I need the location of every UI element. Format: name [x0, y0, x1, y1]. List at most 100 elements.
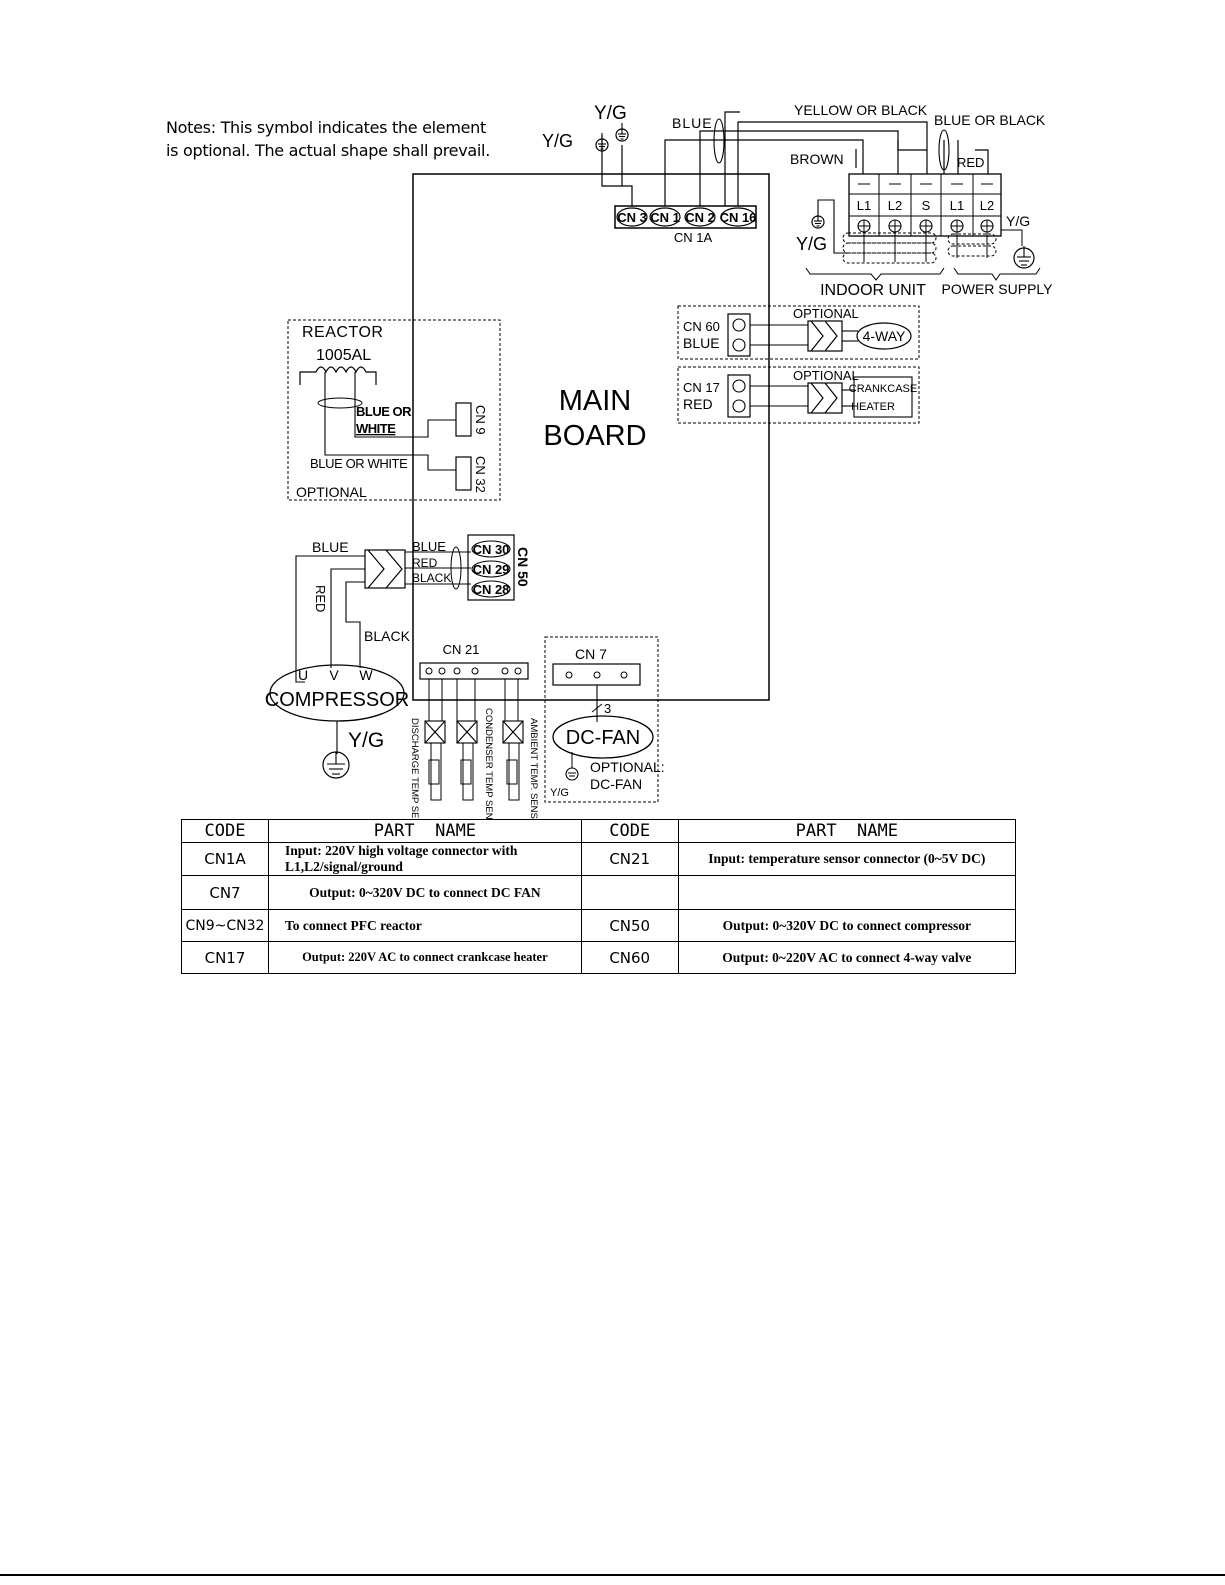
row-4-desc-2: Output: 0~220V AC to connect 4-way valve — [677, 941, 1017, 974]
reactor-model: 1005AL — [316, 347, 371, 364]
header-code-1: CODE — [181, 819, 269, 843]
blue-wire-label: BLUE — [672, 115, 713, 131]
cn7-block: CN 7 3 DC-FAN Y/G OPTIONAL: DC-FAN — [544, 636, 665, 803]
compressor-terminal-v: V — [329, 667, 339, 683]
cn21-block: CN 21 DISCHARGE TEMP SENSOR CONDENSER TE… — [409, 642, 539, 820]
cn1a-wiring — [601, 111, 989, 206]
terminal-s: S — [922, 198, 931, 213]
yg-left-label: Y/G — [542, 131, 573, 151]
row-1-desc-1: Input: 220V high voltage connector with … — [267, 842, 582, 876]
row-2-desc-1: Output: 0~320V DC to connect DC FAN — [267, 875, 582, 910]
table-row: CN17 Output: 220V AC to connect crankcas… — [181, 941, 1017, 974]
wiring-diagram: MAIN BOARD CN 3 CN 1 CN 2 CN 16 CN 1A — [265, 102, 1054, 820]
cn1a-pin-cn3: CN 3 — [617, 210, 647, 225]
cn1a-pin-cn1: CN 1 — [650, 210, 680, 225]
cn7-count: 3 — [604, 701, 611, 716]
cn17-code: CN 17 — [683, 380, 720, 395]
notes-line-1: Notes: This symbol indicates the element — [166, 118, 486, 137]
row-1-code-1: CN1A — [181, 842, 269, 876]
reactor-title: REACTOR — [302, 324, 383, 341]
cn60-color: BLUE — [683, 335, 720, 351]
cn17-optional: OPTIONAL — [793, 368, 859, 383]
page-bottom-rule — [0, 1574, 1225, 1576]
cn7-yg: Y/G — [550, 787, 569, 799]
power-yg-label: Y/G — [1006, 213, 1030, 229]
row-3-desc-1: To connect PFC reactor — [267, 909, 582, 942]
terminal-block: L1 L2 S L1 L2 — [848, 173, 1002, 237]
row-4-code-1: CN17 — [181, 941, 269, 974]
cn1a-label: CN 1A — [674, 230, 713, 245]
cn60-load: 4-WAY — [863, 328, 906, 344]
cn60-block: CN 60 BLUE 4-WAY OPTIONAL — [677, 305, 920, 360]
cn1a-connector: CN 3 CN 1 CN 2 CN 16 CN 1A — [614, 205, 757, 245]
sensor-ambient: AMBIENT TEMP. SENSOR — [528, 718, 539, 820]
reactor-wire1-line1: BLUE OR — [356, 404, 412, 419]
header-code-2: CODE — [580, 819, 679, 843]
sensor-condenser: CONDENSER TEMP SENSOR — [483, 708, 494, 820]
terminal-l1-power: L1 — [950, 198, 964, 213]
cn50-wire-blue: BLUE — [412, 539, 446, 554]
brown-label: BROWN — [790, 151, 844, 167]
cn21-label: CN 21 — [443, 642, 480, 657]
compressor-wire-black: BLACK — [364, 628, 411, 644]
blue-or-black-label: BLUE OR BLACK — [934, 112, 1046, 128]
yg-top-label: Y/G — [594, 103, 627, 124]
reactor-cn9: CN 9 — [473, 405, 488, 435]
row-1-desc-1-line-1: Input: 220V high voltage connector with — [284, 843, 518, 858]
compressor-wire-blue: BLUE — [312, 539, 349, 555]
header-part-name-2: PART NAME — [677, 819, 1017, 843]
terminal-ground-wire — [817, 199, 849, 254]
compressor-terminal-u: U — [298, 667, 308, 683]
sensor-discharge: DISCHARGE TEMP SENSOR — [409, 718, 420, 820]
terminal-l2-indoor: L2 — [888, 198, 902, 213]
power-supply-brace — [953, 267, 1041, 281]
row-1-code-2: CN21 — [580, 842, 679, 876]
cn1a-pin-cn16: CN 16 — [720, 210, 757, 225]
cn7-label: CN 7 — [575, 646, 607, 662]
terminal-yg-label: Y/G — [796, 234, 827, 254]
power-supply-label: POWER SUPPLY — [942, 281, 1054, 297]
compressor-block: CN 30 CN 29 CN 28 CN 50 BLUE RED BLACK B… — [265, 534, 531, 754]
terminal-l1-indoor: L1 — [857, 198, 871, 213]
table-row: CN1A Input: 220V high voltage connector … — [181, 842, 1017, 876]
yellow-or-black-label: YELLOW OR BLACK — [794, 102, 928, 118]
row-1-desc-2: Input: temperature sensor connector (0~5… — [677, 842, 1017, 876]
cn17-color: RED — [683, 396, 713, 412]
table-row: CN9~CN32 To connect PFC reactor CN50 Out… — [181, 909, 1017, 942]
row-3-code-1: CN9~CN32 — [181, 909, 269, 942]
red-label: RED — [957, 155, 984, 170]
compressor-terminal-w: W — [359, 667, 373, 683]
compressor-wire-red: RED — [313, 585, 328, 612]
cn1a-pin-cn2: CN 2 — [685, 210, 715, 225]
reactor-cn32: CN 32 — [473, 456, 488, 493]
compressor-yg: Y/G — [348, 729, 384, 752]
reactor-optional: OPTIONAL — [296, 484, 367, 500]
cn60-optional: OPTIONAL — [793, 306, 859, 321]
power-ground-icon — [1013, 246, 1035, 269]
row-3-desc-2: Output: 0~320V DC to connect compressor — [677, 909, 1017, 942]
indoor-unit-brace — [805, 267, 945, 281]
cn50-wire-black: BLACK — [412, 571, 451, 585]
row-2-code-2 — [580, 875, 679, 910]
row-4-desc-1: Output: 220V AC to connect crankcase hea… — [267, 941, 582, 974]
cn50-label: CN 50 — [515, 547, 531, 587]
row-2-desc-2 — [677, 875, 1017, 910]
indoor-cable-bundle — [842, 232, 937, 264]
blue-or-black-bundle — [938, 129, 950, 171]
notes-line-2: is optional. The actual shape shall prev… — [166, 141, 490, 160]
reactor-wire2: BLUE OR WHITE — [310, 456, 408, 471]
cn17-load-2: HEATER — [851, 401, 895, 413]
cn17-block: CN 17 RED CRANKCASE HEATER OPTIONAL — [677, 366, 920, 424]
cn7-optional-1: OPTIONAL: — [590, 759, 665, 775]
blue-wire-bundle — [713, 118, 725, 164]
row-4-code-2: CN60 — [580, 941, 679, 974]
cn17-load-1: CRANKCASE — [849, 383, 917, 395]
compressor-ground-icon — [322, 751, 350, 779]
compressor-name: COMPRESSOR — [265, 689, 409, 711]
power-cable-bundle — [947, 229, 1023, 258]
reactor-wire1-line2: WHITE — [356, 421, 396, 436]
indoor-unit-label: INDOOR UNIT — [820, 282, 926, 299]
cn60-code: CN 60 — [683, 319, 720, 334]
header-part-name-1: PART NAME — [267, 819, 582, 843]
cn50-wire-red: RED — [412, 556, 438, 570]
